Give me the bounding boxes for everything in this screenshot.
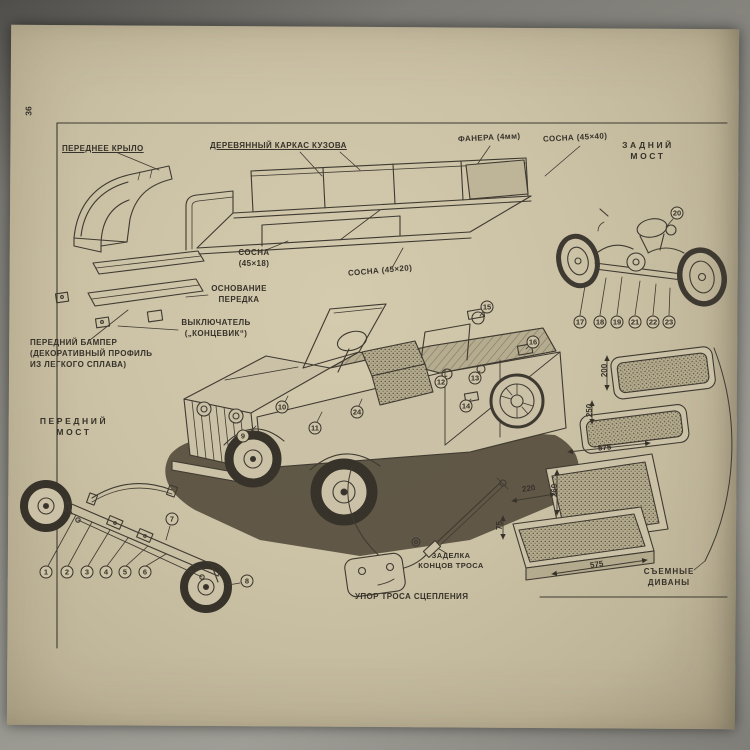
callout-8: 8: [240, 574, 254, 588]
dim-260: 260: [550, 483, 560, 498]
label-clutch-stop: УПОР ТРОСА СЦЕПЛЕНИЯ: [355, 592, 469, 601]
callout-23: 23: [662, 315, 676, 329]
dim-75: 75: [494, 521, 504, 530]
dim-575-top: 575: [597, 442, 612, 453]
dim-220: 220: [521, 483, 536, 494]
label-limit-switch: ВЫКЛЮЧАТЕЛЬ („КОНЦЕВИК“): [181, 318, 251, 338]
rear-axle-drawing: [556, 208, 727, 316]
callout-14: 14: [459, 399, 473, 413]
cable-rod-drawing: [411, 477, 509, 558]
label-wooden-frame: ДЕРЕВЯННЫЙ КАРКАС КУЗОВА: [210, 141, 347, 150]
callout-10: 10: [275, 400, 289, 414]
page-rules: [56, 122, 728, 649]
callout-12: 12: [434, 375, 448, 389]
dim-200: 200: [600, 363, 610, 378]
callout-16: 16: [526, 335, 540, 349]
callout-24: 24: [350, 405, 364, 419]
label-front-axle: ПЕРЕДНИЙ МОСТ: [39, 416, 109, 438]
label-front-bumper: ПЕРЕДНИЙ БАМПЕР (ДЕКОРАТИВНЫЙ ПРОФИЛЬ ИЗ…: [30, 338, 153, 369]
callout-4: 4: [99, 565, 113, 579]
callout-19: 19: [610, 315, 624, 329]
car-drawing: [165, 303, 579, 567]
label-rear-axle: ЗАДНИЙ МОСТ: [622, 140, 674, 162]
label-removable-seats: СЪЕМНЫЕ ДИВАНЫ: [643, 567, 695, 587]
callout-21: 21: [628, 315, 642, 329]
dim-575-bottom: 575: [589, 559, 604, 570]
callout-6: 6: [138, 565, 152, 579]
page-number: 36: [23, 106, 34, 116]
label-front-base: ОСНОВАНИЕ ПЕРЕДКА: [211, 284, 267, 304]
callout-13: 13: [468, 371, 482, 385]
label-front-fender: ПЕРЕДНЕЕ КРЫЛО: [62, 144, 144, 153]
callout-9: 9: [236, 429, 250, 443]
callout-18: 18: [593, 315, 607, 329]
label-cable-ends: ЗАДЕЛКА КОНЦОВ ТРОСА: [418, 551, 484, 571]
callout-5: 5: [118, 565, 132, 579]
front-fender-drawing: [73, 165, 173, 253]
front-axle-drawing: [20, 480, 241, 613]
callout-7: 7: [165, 512, 179, 526]
callout-3: 3: [80, 565, 94, 579]
callout-11: 11: [308, 421, 322, 435]
callout-20: 20: [670, 206, 684, 220]
callout-15: 15: [480, 300, 494, 314]
label-pine-45x18: СОСНА (45×18): [238, 248, 270, 268]
dim-250: 250: [585, 403, 595, 418]
seats-drawing: [500, 346, 733, 581]
callout-22: 22: [646, 315, 660, 329]
front-bumper-drawing: [54, 250, 205, 329]
callout-2: 2: [60, 565, 74, 579]
callout-1: 1: [39, 565, 53, 579]
callout-17: 17: [573, 315, 587, 329]
wooden-frame-drawing: [185, 157, 532, 255]
